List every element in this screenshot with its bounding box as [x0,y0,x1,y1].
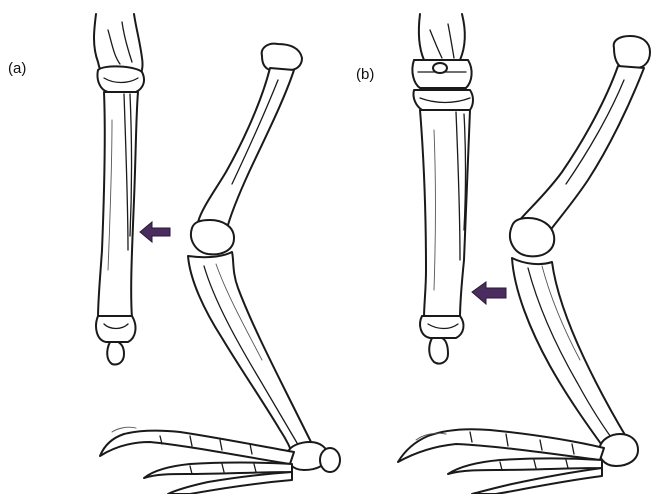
panel-a-toe-1 [100,431,294,464]
panel-a-tarsal [107,342,124,365]
panel-b-ankle [599,434,638,466]
panel-b-front-view [412,14,506,364]
panel-a-tibia-side [188,252,316,458]
panel-a-knee-side [191,220,234,254]
panel-a-tibiotarsus [98,92,138,318]
panel-a-femur-head [262,44,302,70]
panel-a-arrow-icon [140,222,170,242]
panel-a-femur [198,68,294,232]
panel-a-heel [320,448,340,472]
panel-b-patella [433,63,447,73]
panel-b-femur-end [419,14,465,60]
panel-b-tibia-side [512,258,628,448]
panel-a-toe-3 [168,472,292,494]
panel-a-front-view [94,14,170,365]
panel-b-tarsal [429,338,448,364]
panel-b-femur [518,66,644,236]
panel-b-distal-end [420,316,463,338]
panel-b-toe-3 [472,468,602,494]
panel-b-knee-side [510,218,554,256]
panel-b-femur-head [614,36,650,68]
panel-b-tibiotarsus [420,110,470,318]
panel-b-arrow-icon [472,282,506,304]
